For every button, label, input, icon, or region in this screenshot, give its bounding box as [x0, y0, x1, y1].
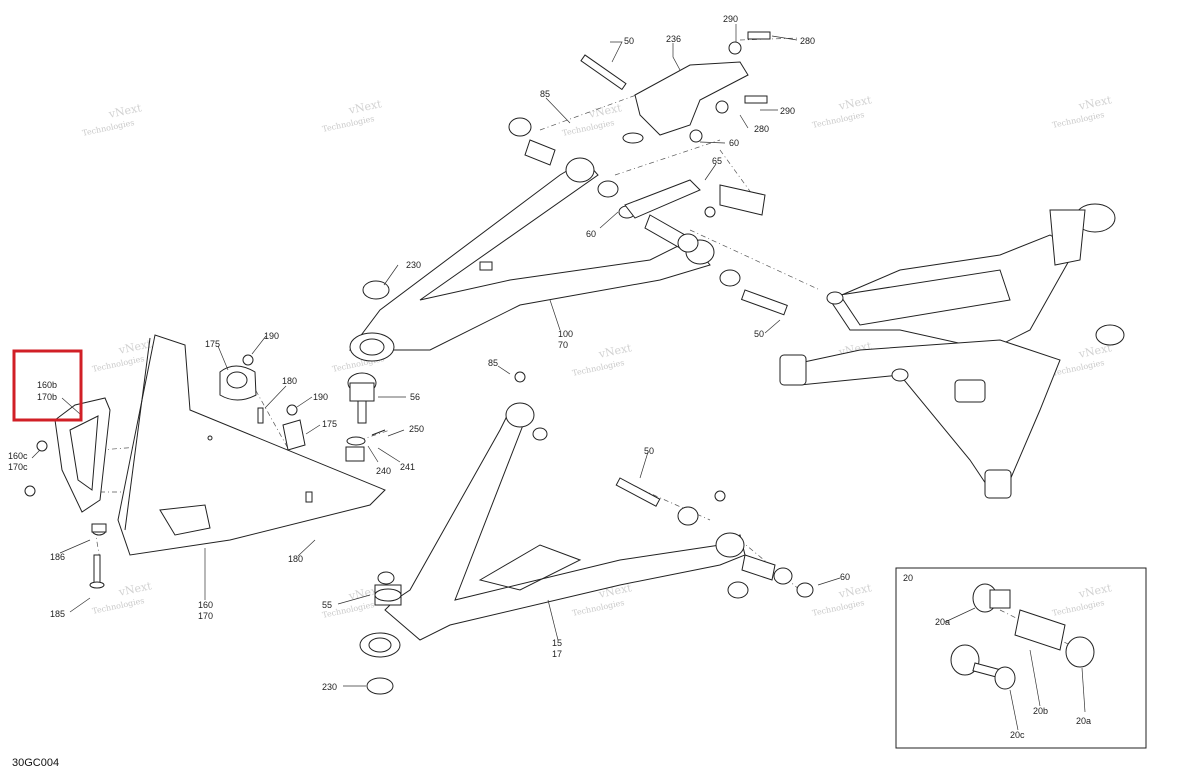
svg-text:vNext: vNext [107, 101, 144, 121]
svg-text:vNext: vNext [117, 579, 154, 599]
upper-a-arm [349, 157, 715, 362]
skid-plate [117, 334, 386, 556]
watermark: vNext Technologies [81, 101, 144, 138]
watermark: vNext Technologies [811, 581, 874, 618]
callout-190: 190 [264, 331, 279, 341]
ball-joint-56 [345, 372, 386, 462]
lower-arm-hardware [514, 371, 814, 599]
callout-20a: 20a [935, 617, 950, 627]
callout-280: 280 [754, 124, 769, 134]
watermark: vNext Technologies [571, 341, 634, 378]
nut-186 [91, 523, 107, 536]
clamp-175 [219, 354, 313, 503]
callout-20b: 20b [1033, 706, 1048, 716]
fastener-160c [24, 440, 48, 497]
callout-280: 280 [800, 36, 815, 46]
callout-85: 85 [540, 89, 550, 99]
callout-180: 180 [288, 554, 303, 564]
bracket-236 [580, 31, 771, 143]
callout-241: 241 [400, 462, 415, 472]
svg-text:Technologies: Technologies [811, 110, 865, 130]
circlip-230-bottom [366, 677, 394, 695]
leader-lines [31, 24, 1086, 731]
callout-50: 50 [754, 329, 764, 339]
callout-170c: 170c [8, 462, 28, 472]
callout-170: 170 [198, 611, 213, 621]
callout-190: 190 [313, 392, 328, 402]
diagram-code: 30GC004 [12, 757, 59, 769]
callout-50: 50 [624, 36, 634, 46]
callout-240: 240 [376, 466, 391, 476]
callout-70: 70 [558, 340, 568, 350]
svg-text:vNext: vNext [837, 93, 874, 113]
callout-290: 290 [723, 14, 738, 24]
svg-text:Technologies: Technologies [571, 358, 625, 378]
callout-250: 250 [409, 424, 424, 434]
callout-290: 290 [780, 106, 795, 116]
callout-15: 15 [552, 638, 562, 648]
svg-text:Technologies: Technologies [91, 596, 145, 616]
watermark: vNext Technologies [91, 337, 153, 374]
ball-joint-55 [374, 571, 402, 606]
callout-160b: 160b [37, 380, 57, 390]
svg-text:vNext: vNext [587, 101, 624, 121]
assembled-suspension [779, 203, 1125, 499]
callout-230: 230 [406, 260, 421, 270]
callout-236: 236 [666, 34, 681, 44]
svg-text:vNext: vNext [1077, 581, 1114, 601]
svg-text:vNext: vNext [597, 341, 634, 361]
callout-56: 56 [410, 392, 420, 402]
callout-60: 60 [586, 229, 596, 239]
svg-text:Technologies: Technologies [81, 118, 135, 138]
bolt-185 [89, 554, 105, 589]
svg-text:Technologies: Technologies [571, 598, 625, 618]
watermark: vNext Technologies [321, 97, 384, 134]
callout-160c: 160c [8, 451, 28, 461]
svg-text:vNext: vNext [837, 581, 874, 601]
svg-text:Technologies: Technologies [91, 354, 145, 374]
callout-85: 85 [488, 358, 498, 368]
callout-55: 55 [322, 600, 332, 610]
callout-20: 20 [903, 573, 913, 583]
callout-230: 230 [322, 682, 337, 692]
svg-text:vNext: vNext [347, 97, 384, 117]
svg-text:Technologies: Technologies [1051, 110, 1105, 130]
watermark: vNext Technologies [811, 93, 874, 130]
svg-text:vNext: vNext [1077, 93, 1114, 113]
watermark: vNext Technologies [1051, 93, 1114, 130]
callout-17: 17 [552, 649, 562, 659]
callout-60: 60 [840, 572, 850, 582]
watermark: vNext Technologies [1051, 581, 1114, 618]
callout-labels: 290 280 50 236 85 290 280 60 65 60 230 1… [8, 14, 1091, 740]
svg-text:Technologies: Technologies [561, 118, 615, 138]
callout-20a: 20a [1076, 716, 1091, 726]
svg-text:Technologies: Technologies [321, 114, 375, 134]
callout-175: 175 [205, 339, 220, 349]
callout-20c: 20c [1010, 730, 1025, 740]
watermark: vNext Technologies [561, 101, 624, 138]
upper-arm-bushings [508, 117, 788, 316]
callout-170b: 170b [37, 392, 57, 402]
callout-186: 186 [50, 552, 65, 562]
inset-bushing-kit [895, 567, 1147, 749]
plate-65 [624, 179, 766, 219]
svg-text:Technologies: Technologies [811, 598, 865, 618]
highlight-box [12, 349, 83, 422]
circlip-230-top [362, 280, 390, 300]
callout-180: 180 [282, 376, 297, 386]
svg-text:Technologies: Technologies [1051, 598, 1105, 618]
callout-50: 50 [644, 446, 654, 456]
lower-a-arm [359, 402, 746, 658]
callout-185: 185 [50, 609, 65, 619]
callout-160: 160 [198, 600, 213, 610]
callout-175: 175 [322, 419, 337, 429]
callout-100: 100 [558, 329, 573, 339]
callout-60: 60 [729, 138, 739, 148]
callout-65: 65 [712, 156, 722, 166]
